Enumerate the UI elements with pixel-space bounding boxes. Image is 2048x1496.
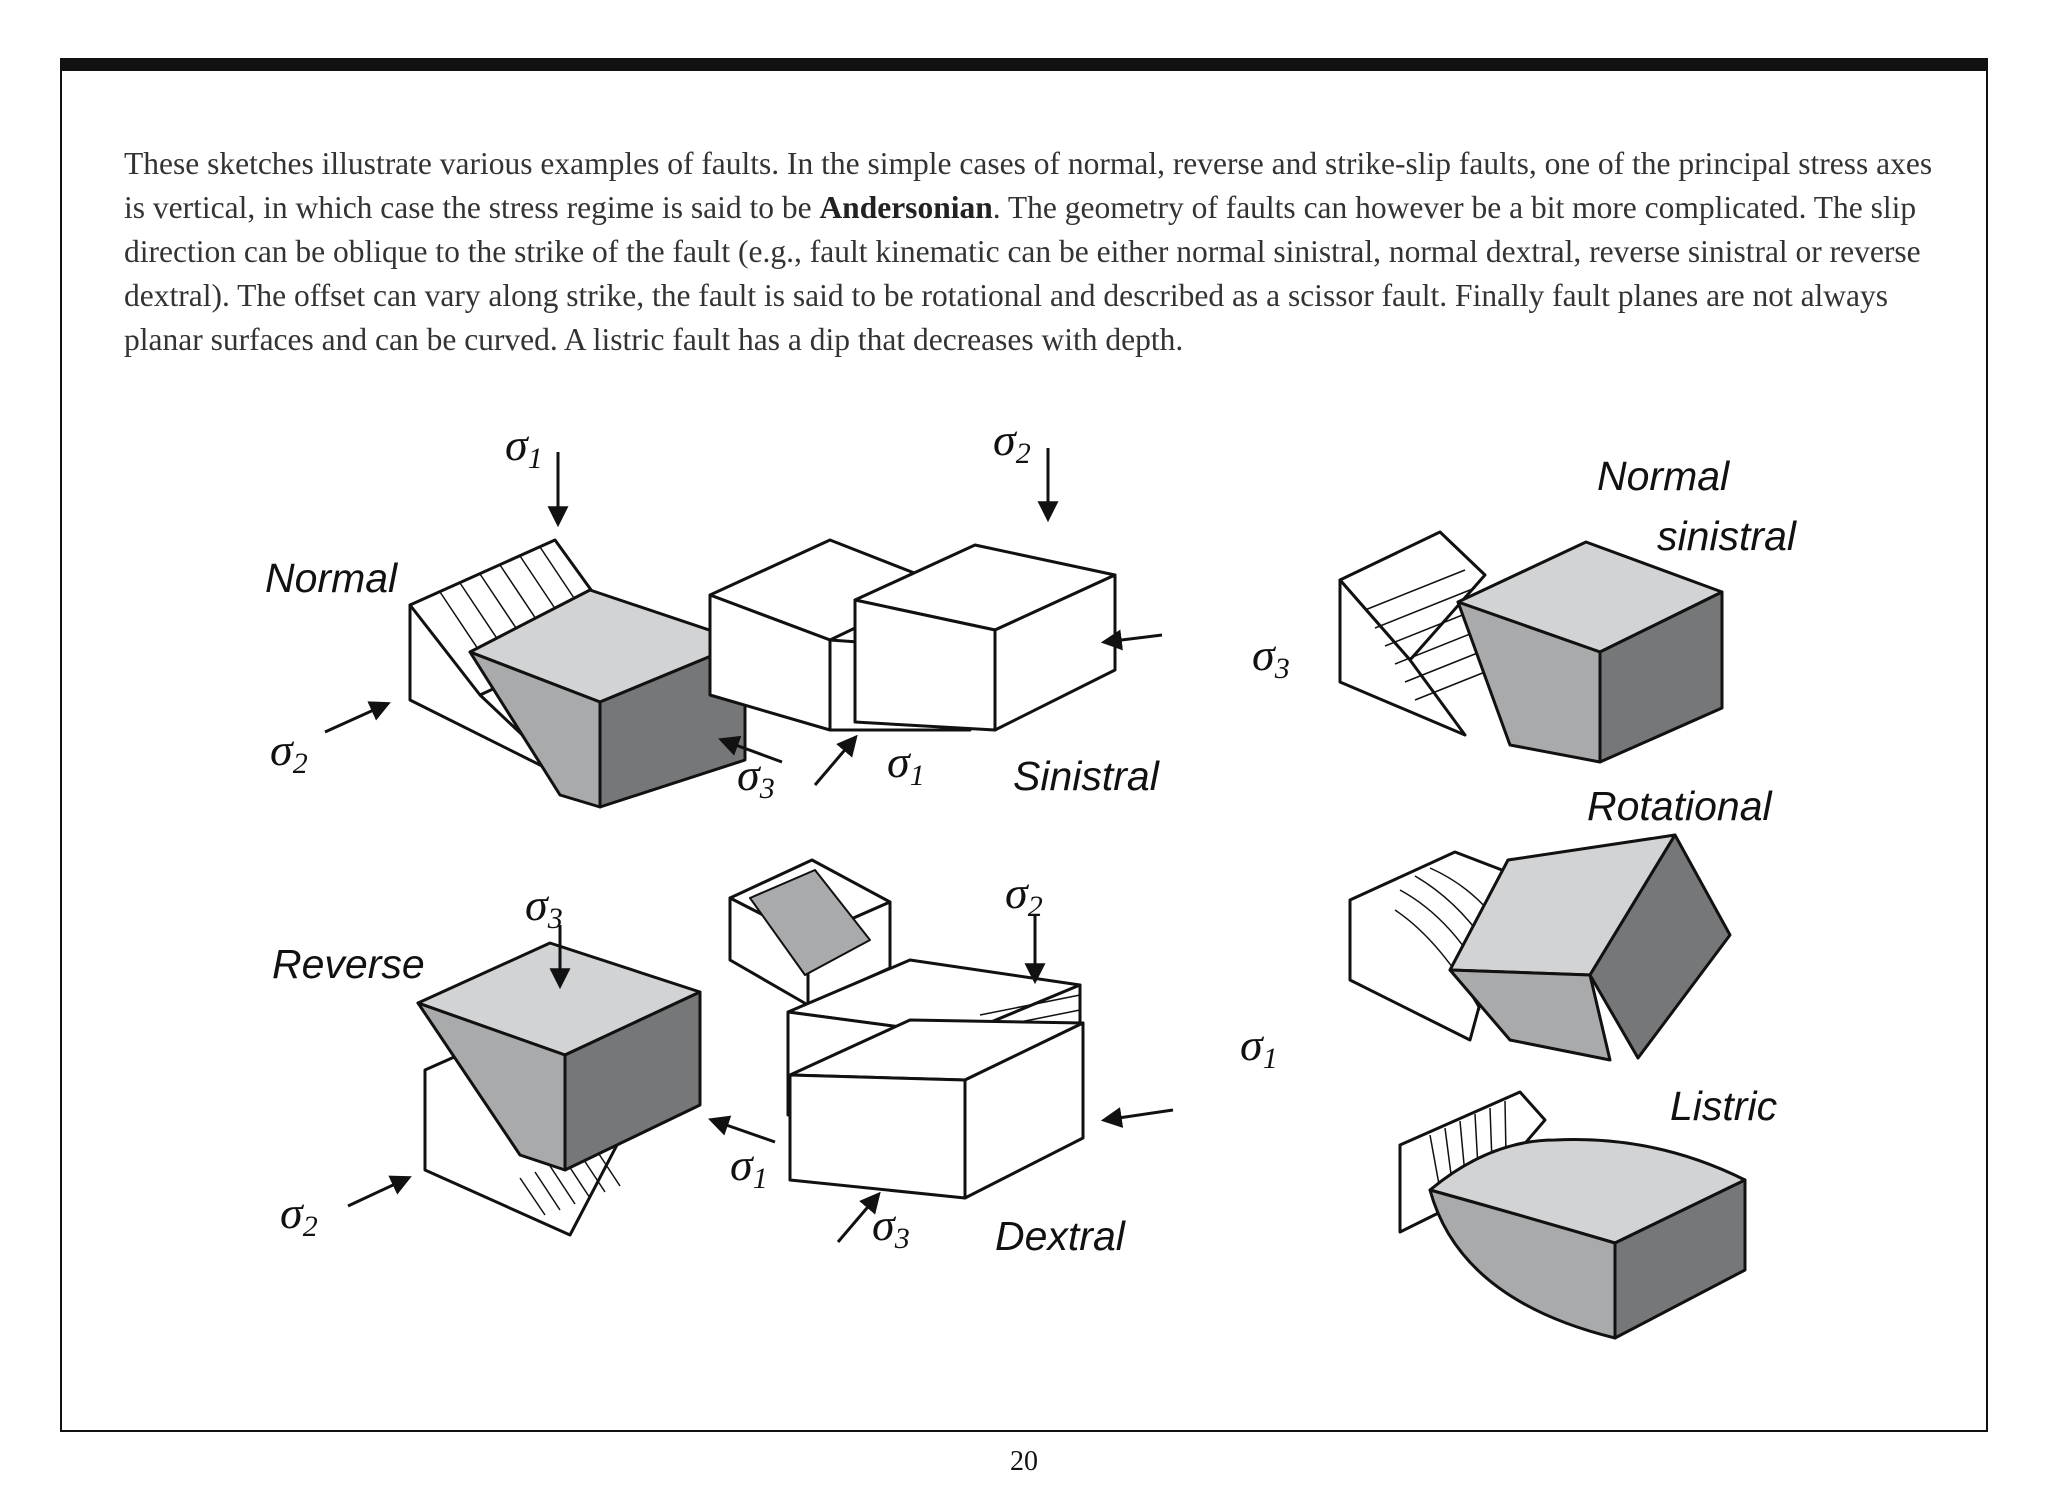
- dextral-sigma1-label: σ1: [1240, 1019, 1278, 1075]
- reverse-sigma1-arrow: [708, 1115, 776, 1144]
- reverse-sigma1-label: σ1: [730, 1139, 768, 1195]
- dextral-fault-block: [786, 958, 1085, 1200]
- normal-sinistral-fault-block: [1338, 530, 1724, 764]
- fault-sketches: Normal Sinistral Normal sinistral Rotati…: [265, 420, 1798, 1340]
- normal-sigma2-arrow: [324, 701, 391, 734]
- label-listric: Listric: [1670, 1083, 1778, 1129]
- label-dextral: Dextral: [995, 1213, 1127, 1259]
- normal-sigma3-arrow: [718, 735, 783, 764]
- sinistral-sigma1-label: σ1: [887, 736, 925, 792]
- page-frame: [60, 60, 1988, 1432]
- top-bar: [60, 58, 1988, 71]
- listric-fault-block: [1398, 1090, 1747, 1340]
- fault-figure: Normal Sinistral Normal sinistral Rotati…: [190, 420, 1890, 1350]
- intro-paragraph: These sketches illustrate various exampl…: [124, 142, 1934, 362]
- sinistral-sigma3-label: σ3: [1252, 629, 1290, 685]
- reverse-fault-block: [416, 941, 702, 1237]
- sinistral-sigma1-arrow: [813, 734, 858, 786]
- dextral-sigma2-label: σ2: [1005, 867, 1043, 923]
- sinistral-sigma2-label: σ2: [993, 420, 1031, 470]
- reverse-sigma2-label: σ2: [280, 1187, 318, 1243]
- normal-fault-block: [408, 538, 747, 809]
- reverse-sigma2-arrow: [347, 1175, 412, 1208]
- label-normal-sinistral-line1: Normal: [1597, 453, 1731, 499]
- dextral-sigma3-arrow: [836, 1191, 881, 1243]
- label-normal-sinistral-line2: sinistral: [1657, 513, 1798, 559]
- sinistral-fault-block: [708, 538, 1117, 732]
- page-number: 20: [1010, 1446, 1038, 1477]
- stress-labels: σ1 σ2 σ3 σ2 σ3 σ1 σ3 σ1 σ2 σ2 σ1 σ3: [270, 420, 1290, 1255]
- label-reverse: Reverse: [272, 941, 425, 987]
- normal-sigma2-label: σ2: [270, 724, 308, 780]
- rotational-fault-block: [1348, 833, 1732, 1062]
- intro-bold-term: Andersonian: [819, 190, 993, 225]
- label-sinistral: Sinistral: [1013, 753, 1161, 799]
- intro-text-1: These sketches illustrate various exampl…: [124, 146, 1933, 225]
- label-rotational: Rotational: [1587, 783, 1774, 829]
- intro-text-2: . The geometry of faults can however be …: [124, 190, 1921, 357]
- dextral-sigma3-label: σ3: [872, 1199, 910, 1255]
- dextral-sigma1-arrow: [1100, 1107, 1174, 1128]
- normal-sigma3-label: σ3: [737, 749, 775, 805]
- small-oblique-block: [728, 858, 892, 1007]
- reverse-sigma3-label: σ3: [525, 879, 563, 935]
- sinistral-sigma3-arrow: [1100, 629, 1163, 651]
- label-normal: Normal: [265, 555, 399, 601]
- normal-sigma1-label: σ1: [505, 420, 543, 475]
